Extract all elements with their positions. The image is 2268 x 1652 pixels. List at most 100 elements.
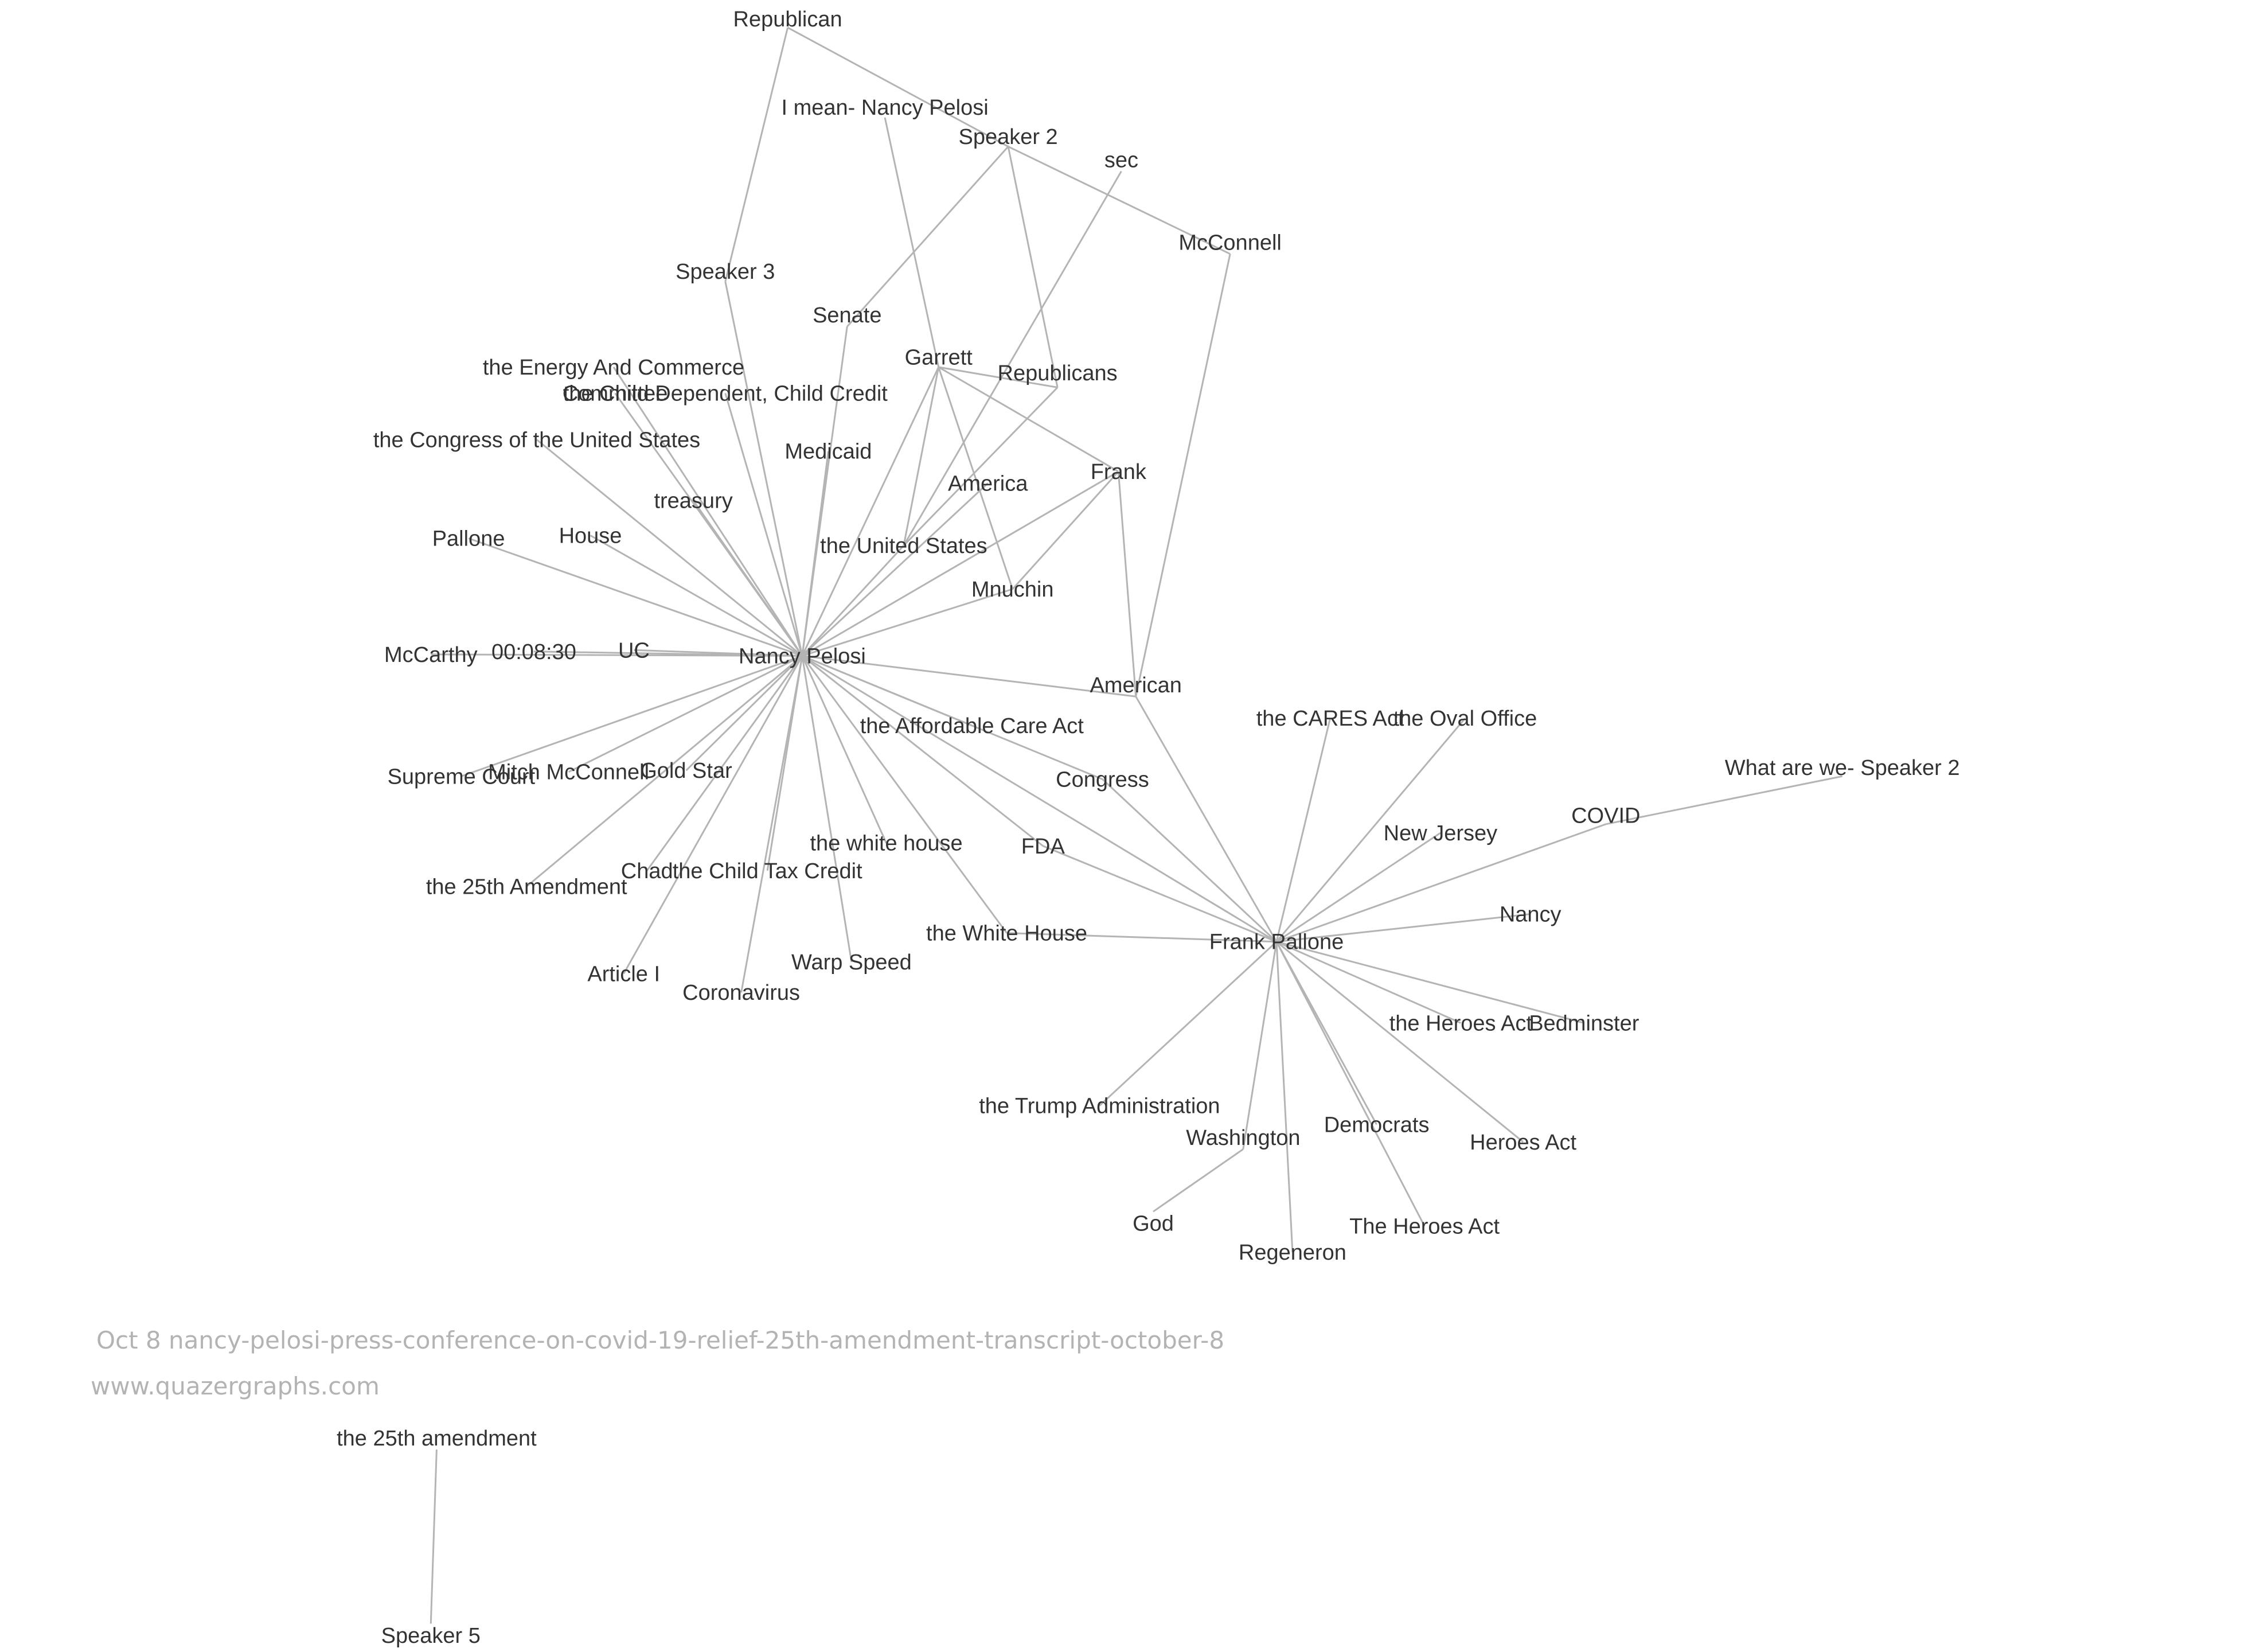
node-label-coronavirus: Coronavirus — [682, 981, 800, 1005]
edge-covid-frank-pallone — [1276, 823, 1606, 943]
node-label-senate: Senate — [813, 303, 881, 328]
edge-nancy-pelosi-25th-amendment — [526, 655, 803, 887]
edge-nancy-pelosi-fda — [801, 655, 1044, 847]
node-label-mnuchin: Mnuchin — [971, 578, 1054, 602]
edge-congress-us-nancy-pelosi — [536, 439, 803, 657]
edge-nancy-pelosi-article-i — [623, 655, 803, 975]
node-label-oval-office: the Oval Office — [1393, 707, 1537, 731]
edge-cares-act-frank-pallone — [1275, 718, 1332, 942]
node-label-affordable-care-act: the Affordable Care Act — [860, 714, 1084, 738]
edge-frank-pallone-trump-administration — [1099, 941, 1278, 1106]
edge-speaker-3-nancy-pelosi — [724, 281, 803, 656]
node-label-frank-pallone: Frank Pallone — [1209, 930, 1344, 954]
edge-i-mean-nancy-pelosi-garrett — [884, 117, 940, 368]
edge-frank-pallone-regeneron — [1275, 941, 1294, 1253]
edge-nancy-pelosi-supreme-court — [460, 654, 803, 777]
edge-frank-pallone-heroes-act — [1276, 941, 1524, 1143]
node-label-heroes-act-the: the Heroes Act — [1389, 1011, 1533, 1035]
node-label-republican: Republican — [733, 7, 842, 32]
edge-republican-speaker-3 — [724, 27, 789, 282]
edge-child-dependent-nancy-pelosi — [724, 393, 803, 656]
node-label-united-states: the United States — [820, 534, 987, 558]
edge-garrett-nancy-pelosi — [801, 367, 940, 657]
node-label-regeneron: Regeneron — [1239, 1241, 1346, 1265]
node-label-american: American — [1090, 673, 1182, 698]
node-label-mccarthy: McCarthy — [384, 643, 478, 667]
node-label-congress: Congress — [1056, 767, 1149, 792]
edge-frank-mnuchin — [1012, 471, 1119, 590]
node-label-i-mean-nancy-pelosi: I mean- Nancy Pelosi — [782, 96, 989, 120]
edge-medicaid-nancy-pelosi — [801, 451, 829, 656]
node-label-chad: Chad — [621, 859, 673, 883]
node-label-energy-commerce: the Energy And Commerce — [483, 356, 744, 380]
edge-frank-pallone-washington — [1242, 941, 1278, 1150]
edge-frank-pallone-heroes-act-the — [1276, 941, 1461, 1024]
edge-nancy-pelosi-american — [802, 654, 1136, 698]
node-label-nancy: Nancy — [1500, 903, 1562, 927]
edge-nancy-pelosi-gold-star — [685, 655, 803, 772]
node-label-covid: COVID — [1571, 804, 1640, 828]
node-label-heroes-act-cap: The Heroes Act — [1349, 1215, 1500, 1239]
node-label-article-i: Article I — [587, 962, 660, 986]
node-label-mcconnell: McConnell — [1178, 231, 1282, 255]
edge-treasury-nancy-pelosi — [692, 500, 803, 657]
node-label-mitch-mcconnell: Mitch McConnell — [488, 761, 649, 785]
node-label-washington: Washington — [1186, 1126, 1300, 1150]
edge-frank-pallone-bedminster — [1276, 941, 1584, 1024]
node-label-new-jersey: New Jersey — [1384, 821, 1498, 846]
edge-25th-amendment-lower-speaker-5 — [430, 1450, 438, 1624]
edge-nancy-pelosi-warp-speed — [801, 656, 853, 963]
node-label-god: God — [1133, 1212, 1174, 1236]
edge-nancy-frank-pallone — [1276, 913, 1531, 943]
edge-nancy-pelosi-coronavirus — [740, 656, 803, 993]
edge-energy-commerce-nancy-pelosi — [612, 367, 803, 657]
edge-house-nancy-pelosi — [590, 535, 803, 657]
edge-washington-god — [1153, 1148, 1244, 1213]
node-label-speaker-2: Speaker 2 — [958, 125, 1057, 149]
node-label-speaker-3: Speaker 3 — [676, 260, 775, 284]
edge-nancy-pelosi-mitch-mcconnell — [568, 655, 803, 773]
edge-uc-nancy-pelosi — [634, 649, 802, 657]
node-label-house: House — [559, 524, 622, 548]
edge-american-frank-pallone — [1135, 696, 1278, 942]
edge-speaker-2-republicans — [1007, 146, 1059, 388]
node-label-timestamp: 00:08:30 — [491, 640, 576, 664]
node-label-speaker-5: Speaker 5 — [381, 1624, 481, 1648]
edge-frank-nancy-pelosi — [802, 470, 1119, 657]
edges-layer — [430, 26, 1842, 1624]
edge-america-nancy-pelosi — [801, 482, 989, 657]
edge-garrett-mnuchin — [938, 367, 1014, 590]
node-label-treasury: treasury — [654, 489, 732, 513]
node-label-supreme-court: Supreme Court — [388, 765, 536, 789]
node-label-frank: Frank — [1091, 460, 1147, 484]
node-label-child-dependent: the Child Dependent, Child Credit — [563, 382, 888, 406]
edge-new-jersey-frank-pallone — [1276, 832, 1441, 942]
node-label-committee: Committee — [563, 382, 668, 406]
node-label-garrett: Garrett — [905, 345, 973, 369]
node-label-bedminster: Bedminster — [1529, 1011, 1639, 1035]
edge-pallone-nancy-pelosi — [468, 537, 803, 657]
node-label-heroes-act: Heroes Act — [1470, 1131, 1576, 1155]
edge-sec-united-states — [903, 170, 1122, 546]
node-label-pallone: Pallone — [432, 527, 505, 551]
edge-garrett-republicans — [938, 366, 1058, 388]
edge-united-states-nancy-pelosi — [801, 545, 905, 657]
edge-nancy-pelosi-white-house — [801, 655, 1008, 934]
node-label-democrats: Democrats — [1324, 1113, 1430, 1137]
node-label-25th-amendment-lower: the 25th amendment — [337, 1427, 537, 1451]
node-label-25th-amendment: the 25th Amendment — [426, 875, 627, 899]
edge-republicans-united-states — [903, 387, 1059, 547]
graph-caption-title: Oct 8 nancy-pelosi-press-conference-on-c… — [96, 1326, 1225, 1354]
edge-white-house-frank-pallone — [1006, 932, 1277, 943]
edge-frank-pallone-heroes-act-cap — [1275, 941, 1426, 1227]
node-label-white-house-lower: the white house — [810, 832, 963, 856]
edge-frank-american — [1117, 471, 1137, 697]
node-label-cares-act: the CARES Act — [1256, 707, 1404, 731]
node-label-what-are-we: What are we- Speaker 2 — [1725, 756, 1960, 780]
node-label-white-house: the White House — [926, 922, 1087, 946]
edge-garrett-frank — [938, 366, 1119, 473]
edge-nancy-pelosi-chad — [646, 655, 803, 871]
node-label-child-tax-credit: the Child Tax Credit — [673, 859, 862, 883]
edge-speaker-2-senate — [846, 146, 1009, 328]
